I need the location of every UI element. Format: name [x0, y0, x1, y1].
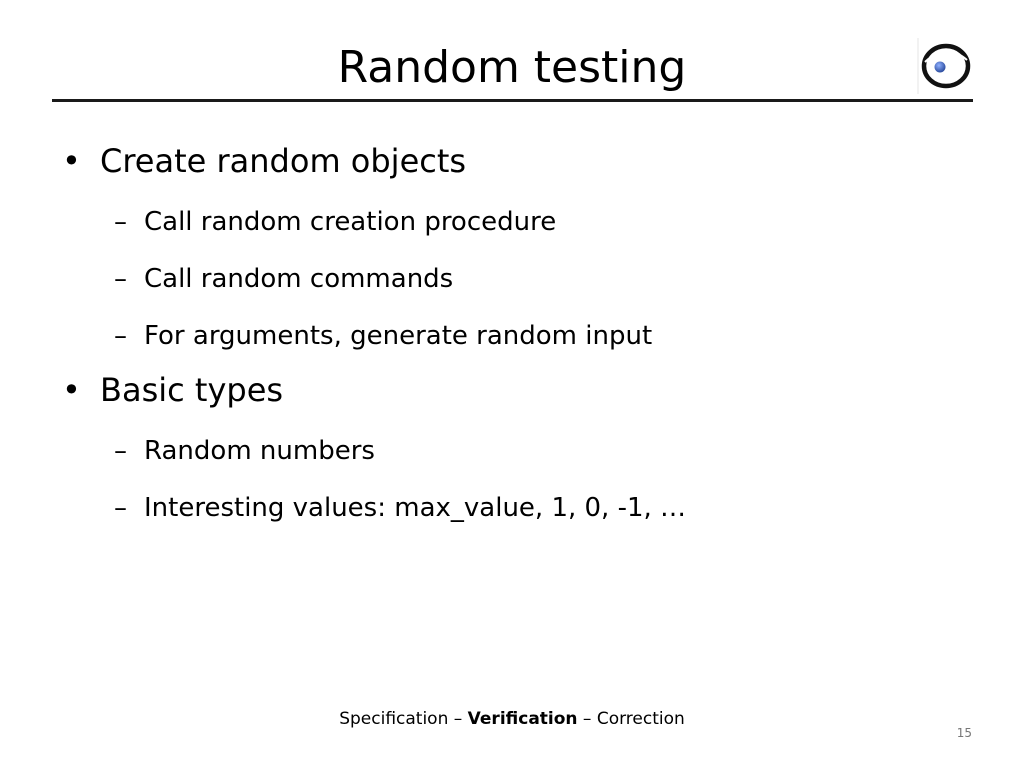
footer-verification: Verification — [467, 709, 578, 729]
dash-symbol: – — [114, 436, 127, 466]
footer-separator: – — [577, 709, 597, 729]
subitem-text: Random numbers — [144, 436, 375, 466]
title-underline — [52, 99, 973, 102]
subitem: – Interesting values: max_value, 1, 0, -… — [62, 489, 962, 527]
dash-symbol: – — [114, 493, 127, 523]
subitem-text: Call random creation procedure — [144, 207, 557, 237]
footer-specification: Specification — [339, 709, 449, 729]
bullet-symbol: • — [62, 142, 81, 180]
subitem: – Random numbers — [62, 432, 962, 470]
eiffel-logo-icon — [917, 38, 971, 94]
dash-symbol: – — [114, 207, 127, 237]
footer-separator: – — [448, 709, 468, 729]
slide-footer: Specification – Verification – Correctio… — [0, 706, 1024, 732]
subitem: – For arguments, generate random input — [62, 317, 962, 355]
bullet-text: Create random objects — [100, 142, 467, 180]
subitem: – Call random commands — [62, 260, 962, 298]
subitem-text: Interesting values: max_value, 1, 0, -1,… — [144, 493, 687, 523]
bullet-symbol: • — [62, 371, 81, 409]
dash-symbol: – — [114, 321, 127, 351]
subitem: – Call random creation procedure — [62, 203, 962, 241]
bullet-create-random-objects: • Create random objects — [62, 138, 962, 184]
subitem-text: Call random commands — [144, 264, 454, 294]
subitem-text: For arguments, generate random input — [144, 321, 653, 351]
bullet-text: Basic types — [100, 371, 284, 409]
page-number: 15 — [956, 726, 972, 740]
slide-content: • Create random objects – Call random cr… — [62, 138, 962, 527]
bullet-basic-types: • Basic types — [62, 367, 962, 413]
footer-correction: Correction — [596, 709, 685, 729]
slide-title: Random testing — [337, 42, 687, 93]
dash-symbol: – — [114, 264, 127, 294]
